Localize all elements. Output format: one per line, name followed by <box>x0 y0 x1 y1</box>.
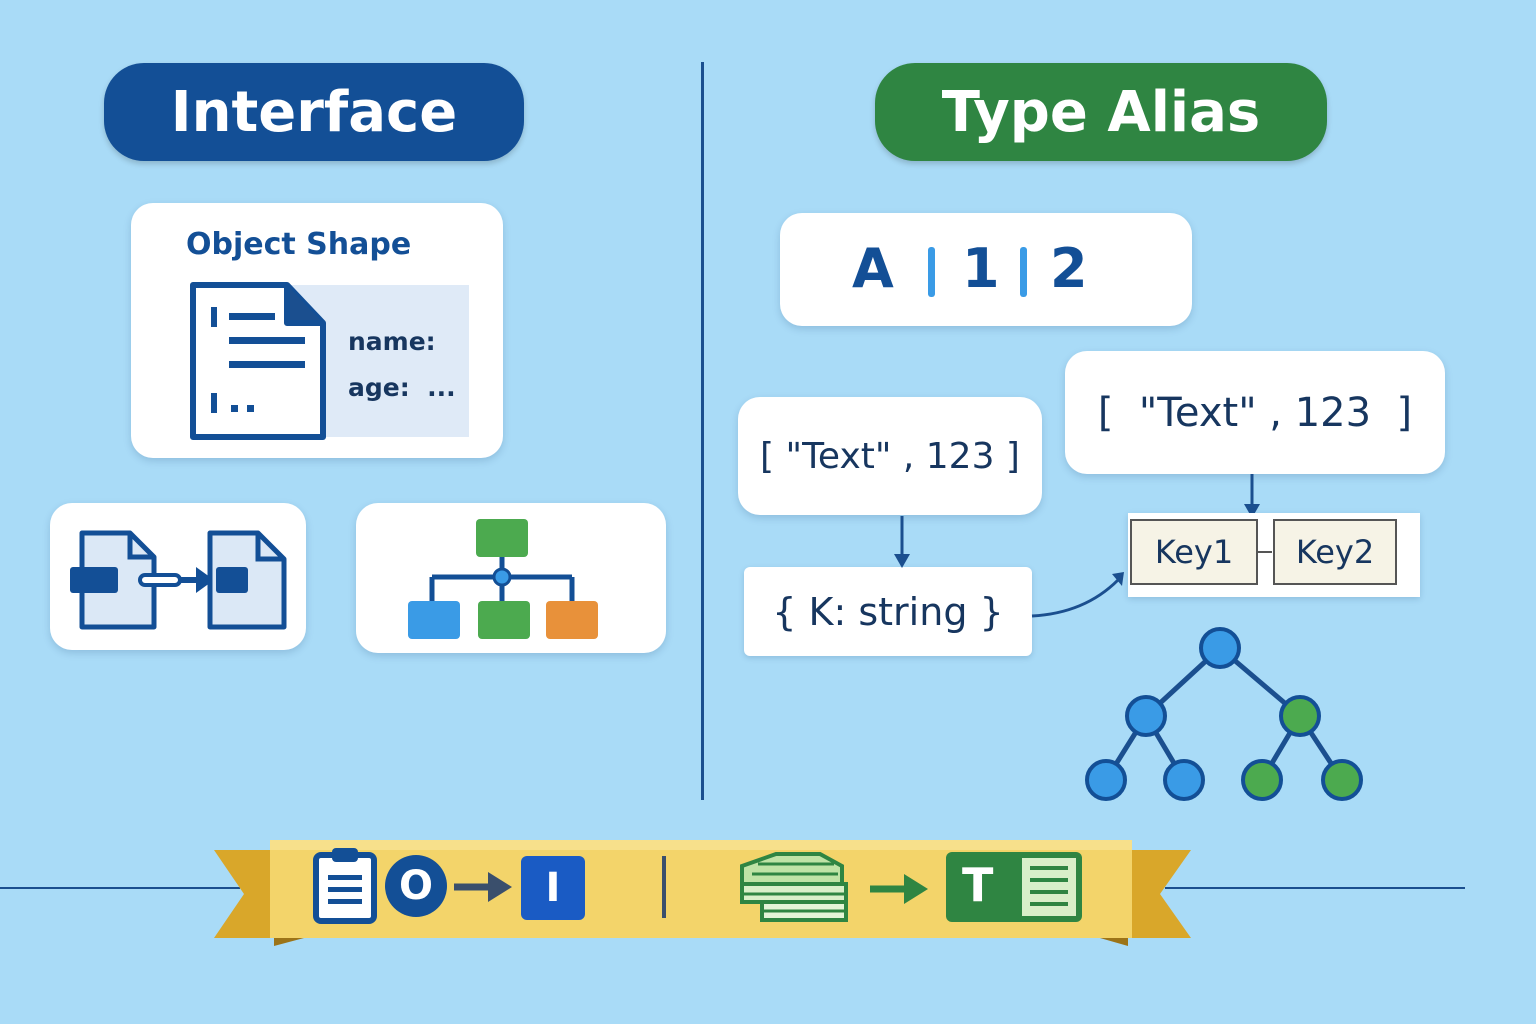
arrow-right-icon <box>454 872 512 902</box>
mapped-type-card: { K: string } <box>744 567 1032 656</box>
hierarchy-card <box>356 503 666 653</box>
union-part-1: 1 <box>962 237 1000 300</box>
field-name: name: <box>348 327 436 356</box>
table-lines <box>1022 858 1076 916</box>
key-connector <box>1258 551 1272 553</box>
object-shape-heading: Object Shape <box>186 227 412 262</box>
key2-box: Key2 <box>1273 519 1397 585</box>
keys-container: Key1 Key2 <box>1128 513 1420 597</box>
i-icon: I <box>521 856 585 920</box>
t-table-icon: T <box>946 852 1082 922</box>
baseline-left <box>0 887 240 889</box>
type-alias-title: Type Alias <box>875 63 1327 161</box>
arrow-curve <box>1031 578 1120 618</box>
o-icon: O <box>385 855 447 917</box>
center-divider <box>701 62 704 800</box>
flow-arrows <box>894 474 1260 618</box>
union-pipe-1 <box>928 247 935 297</box>
tuple-card-left: [ "Text" , 123 ] <box>738 397 1042 515</box>
baseline-right <box>1165 887 1465 889</box>
interface-title: Interface <box>104 63 524 161</box>
union-pipe-2 <box>1020 247 1027 297</box>
clipboard-icon <box>313 848 377 924</box>
i-letter: I <box>545 865 561 911</box>
mapped-type-text: { K: string } <box>772 589 1004 634</box>
banner-separator <box>662 856 666 918</box>
stacked-layers-icon <box>740 852 848 922</box>
document-extends-icon <box>70 530 287 630</box>
union-type-card: A 1 2 <box>780 213 1192 326</box>
field-age: age: ... <box>348 373 456 402</box>
o-letter: O <box>398 863 433 909</box>
key1-box: Key1 <box>1130 519 1258 585</box>
tuple-right-text: [ "Text" , 123 ] <box>1097 389 1413 436</box>
object-shape-card: Object Shape name: age: ... <box>131 203 503 458</box>
hierarchy-tree-icon <box>408 519 598 639</box>
t-letter: T <box>962 858 994 912</box>
union-part-a: A <box>852 237 894 300</box>
union-part-2: 2 <box>1050 237 1088 300</box>
binary-tree-icon <box>1085 627 1363 801</box>
document-icon <box>190 282 326 440</box>
extends-card <box>50 503 306 650</box>
tuple-left-text: [ "Text" , 123 ] <box>760 435 1020 477</box>
tuple-card-right: [ "Text" , 123 ] <box>1065 351 1445 474</box>
arrow-right-icon-green <box>870 874 928 904</box>
